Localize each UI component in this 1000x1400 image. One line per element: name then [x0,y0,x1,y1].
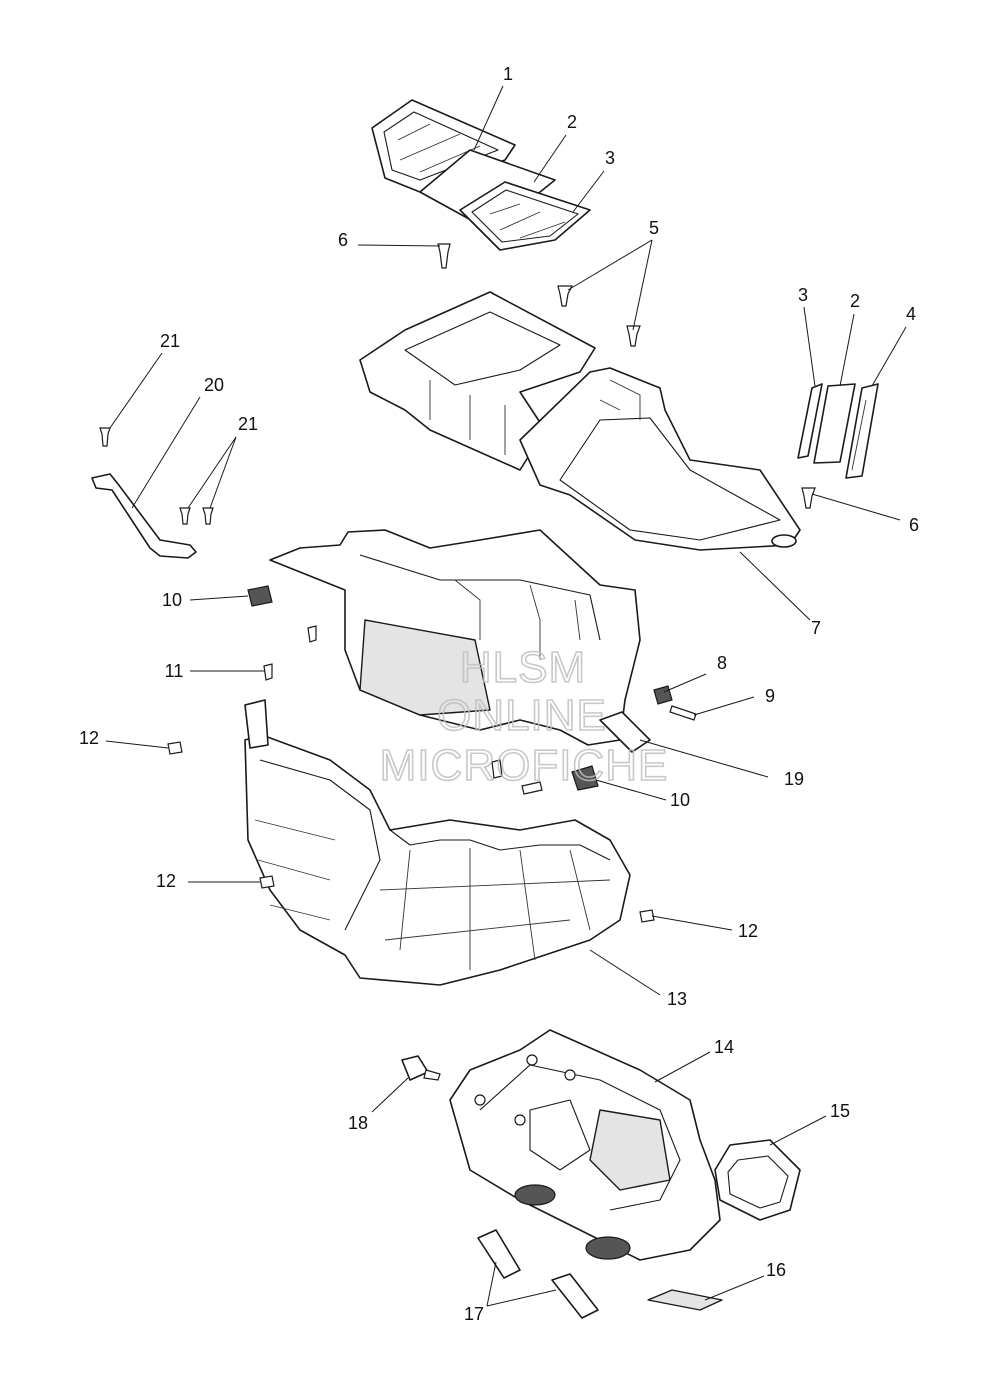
fasteners [99,243,816,923]
callout-2-side: 2 [850,291,860,311]
part-3-small-grille [459,181,591,251]
callout-19: 19 [784,769,804,789]
part-18-clip [401,1055,441,1081]
callout-18: 18 [348,1113,368,1133]
callout-13: 13 [667,989,687,1009]
callout-20: 20 [204,375,224,395]
callout-9: 9 [765,686,775,706]
callout-6-top: 6 [338,230,348,250]
callout-21-bottom: 21 [238,414,258,434]
callout-7: 7 [811,618,821,638]
callout-10-left: 10 [162,590,182,610]
callout-11: 11 [165,661,184,681]
callout-17: 17 [464,1304,484,1324]
callout-12-top: 12 [79,728,99,748]
watermark-line2: ONLINE [437,691,607,740]
callout-labels: 1 2 3 5 6 3 2 4 6 7 21 20 21 10 11 8 9 1… [79,64,919,1324]
part-19-middle-duct [269,529,651,753]
callout-8: 8 [717,653,727,673]
callout-12-right: 12 [738,921,758,941]
upper-intake-housing [359,291,801,551]
callout-3-top: 3 [605,148,615,168]
callout-14: 14 [714,1037,734,1057]
callout-1: 1 [503,64,513,84]
part-3-side-grille [797,383,823,459]
watermark-line1: HLSM [460,643,586,692]
part-15-gasket [714,1139,801,1221]
part-13-lower-duct [244,699,631,986]
watermark: HLSM ONLINE MICROFICHE [379,642,669,791]
callout-3-side: 3 [798,285,808,305]
part-14-airbox [449,1029,721,1261]
part-2-side-foam [813,383,856,464]
callout-12-middle: 12 [156,871,176,891]
callout-2-top: 2 [567,112,577,132]
callout-5: 5 [649,218,659,238]
callout-6-right: 6 [909,515,919,535]
callout-10-right: 10 [670,790,690,810]
watermark-line3: MICROFICHE [380,741,669,790]
part-16-pad [647,1289,723,1311]
callout-16: 16 [766,1260,786,1280]
part-17-clamps [477,1229,599,1319]
callout-15: 15 [830,1101,850,1121]
callout-4: 4 [906,304,916,324]
leader-lines [105,85,907,1307]
callout-21-top: 21 [160,331,180,351]
part-20-bracket [91,473,197,559]
